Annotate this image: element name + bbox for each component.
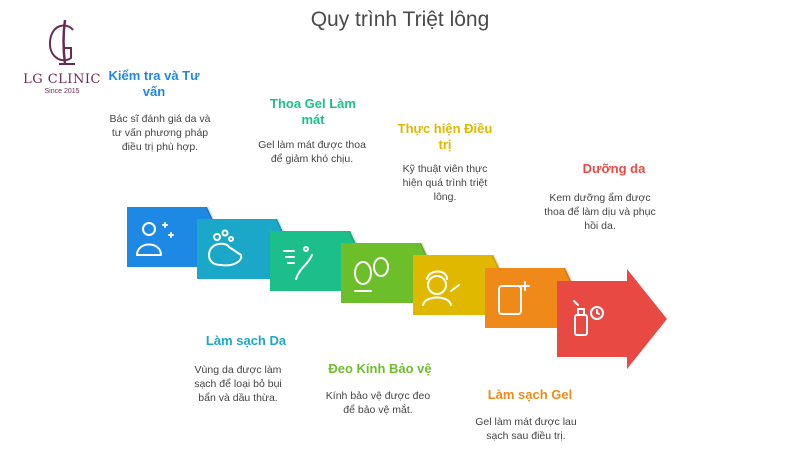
clinic-logo: LG CLINIC Since 2015 [12,16,112,106]
step-2-title: Làm sạch Da [205,333,287,348]
gel-apply-icon [283,246,313,280]
hand-wash-icon [208,229,243,267]
step-6-title: Làm sạch Gel [487,387,573,402]
step-1-desc: Bác sĩ đánh giá da và tư vấn phương pháp… [109,113,211,153]
step-7-desc: Kem dưỡng ẩm được thoa để làm dịu và phụ… [544,192,656,232]
step-7-chevron [557,269,667,369]
step-5-title: Thực hiện Điều trị [397,121,493,152]
step-4-desc: Kính bảo vệ được đeo để bảo vệ mắt. [325,390,431,416]
logo-name: LG CLINIC [23,72,101,87]
step-3-title: Thoa Gel Làm mát [270,96,356,127]
wipe-gel-icon [498,281,530,315]
logo-since: Since 2015 [44,88,80,95]
step-5-desc: Kỹ thuật viên thực hiện quá trình triệt … [402,163,488,203]
step-7-title: Dưỡng da [582,161,646,176]
doctor-consult-icon [136,222,174,256]
protective-goggles-icon [354,257,389,292]
page-title: Quy trình Triệt lông [310,8,490,31]
lg-monogram-icon [48,19,75,65]
step-3-chevron [270,230,366,292]
step-6-desc: Gel làm mát được lau sạch sau điều trị. [475,416,577,442]
moisturizer-icon [573,300,604,336]
step-2-desc: Vùng da được làm sạch để loại bỏ bụi bẩn… [194,364,282,404]
step-3-desc: Gel làm mát được thoa để giảm khó chịu. [258,139,366,165]
step-4-title: Đeo Kính Bảo vệ [328,361,432,376]
step-1-title: Kiểm tra và Tư vấn [108,68,200,99]
technician-icon [422,270,460,306]
